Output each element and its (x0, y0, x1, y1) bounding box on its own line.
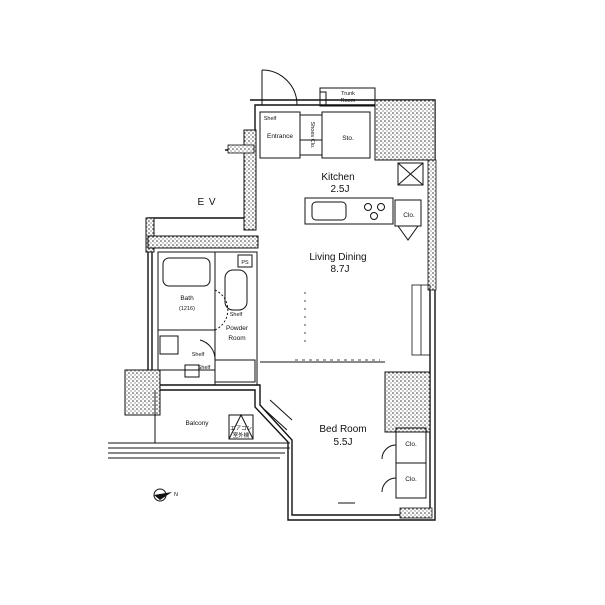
hatched-walls (124, 99, 437, 519)
living-dining-size: 8.7J (331, 264, 350, 275)
trunk-room (319, 87, 376, 107)
entrance-door (261, 69, 298, 106)
shelf-powder-label: Shelf (192, 352, 205, 358)
north-mark-label: N (174, 492, 178, 498)
bathroom-block (157, 251, 258, 386)
shelf-wash-label: Shelf (198, 365, 211, 371)
outdoor-unit-label-2: 室外機 (233, 431, 250, 439)
bedroom-clo-2-label: Clo. (405, 476, 417, 483)
room-labels: Trunk Room Shelf Entrance Shoes Clo. Sto… (174, 91, 417, 498)
trunk-room-label-2: Room (341, 98, 356, 104)
kitchen-clo-label: Clo. (403, 212, 415, 219)
kitchen-label: Kitchen (321, 172, 354, 183)
ev-label: E V (197, 197, 216, 208)
kitchen-counter (304, 162, 424, 241)
storage-label: Sto. (342, 135, 354, 142)
powder-room-label-2: Room (228, 335, 245, 342)
living-dining-label: Living Dining (309, 252, 366, 263)
bedroom-clo-1-label: Clo. (405, 441, 417, 448)
balcony-label: Balcony (185, 420, 209, 427)
north-arrow-icon (153, 488, 172, 502)
bedroom (260, 361, 427, 504)
balcony (108, 390, 290, 459)
trunk-room-label-1: Trunk (341, 91, 355, 97)
bath-label: Bath (180, 295, 194, 302)
ps-label: PS (241, 260, 249, 266)
shelf-toilet-label: Shelf (230, 312, 243, 318)
shoes-clo-label: Shoes Clo. (309, 122, 315, 149)
entrance-label: Entrance (267, 133, 293, 140)
bedroom-label: Bed Room (319, 424, 366, 435)
kitchen-size: 2.5J (331, 184, 350, 195)
shelf-top-label: Shelf (264, 116, 277, 122)
outdoor-unit-label-1: エアコン (230, 425, 253, 432)
powder-room-label-1: Powder (226, 325, 249, 332)
entrance-area (259, 111, 376, 160)
bedroom-size: 5.5J (334, 437, 353, 448)
living-hints (295, 284, 431, 361)
bath-size-label: (1216) (179, 306, 195, 312)
